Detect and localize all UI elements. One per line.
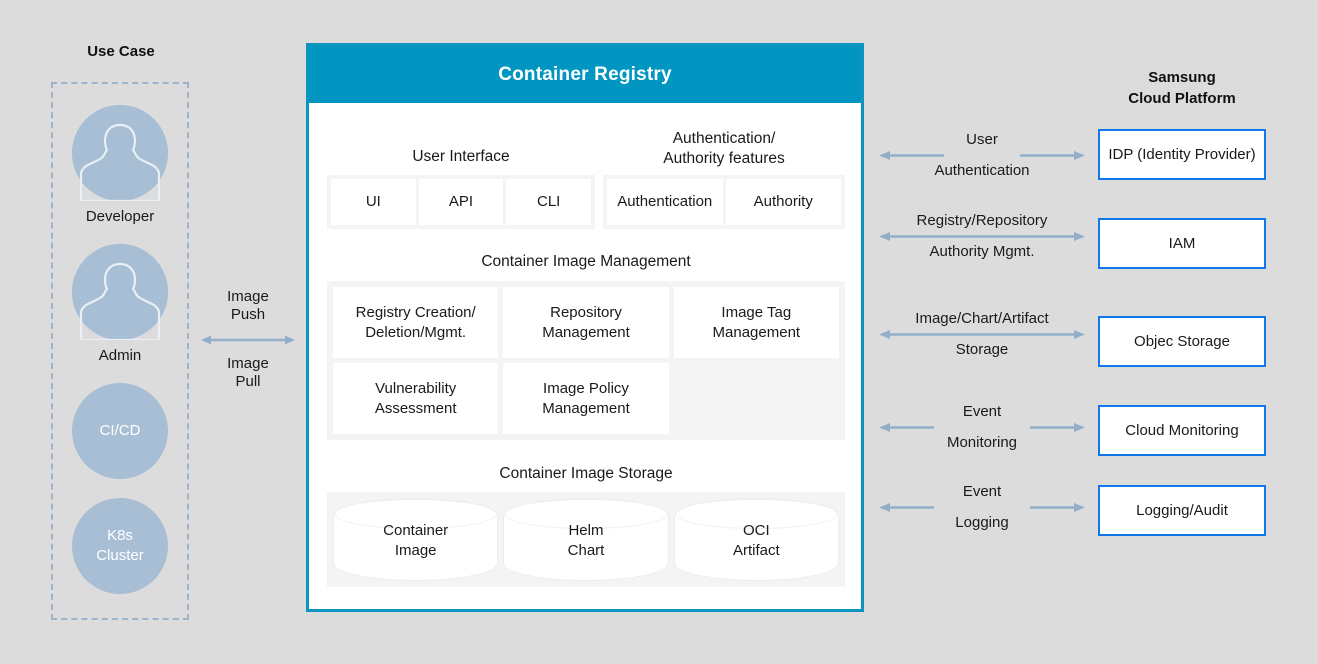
actor-admin[interactable]: Admin xyxy=(51,244,189,364)
image-management-panel: Registry Creation/Deletion/Mgmt. Reposit… xyxy=(327,281,845,440)
ui-item-cli[interactable]: CLI xyxy=(506,179,592,225)
flow-arrow-slot xyxy=(878,149,1086,162)
image-storage-section-title: Container Image Storage xyxy=(499,465,673,482)
image-push-pull-flow: Image Push Image Pull xyxy=(200,288,296,391)
flow-arrow-slot xyxy=(878,328,1086,341)
flow-user-authentication: User Authentication xyxy=(878,131,1086,181)
cicd-circle: CI/CD xyxy=(72,383,168,479)
double-headed-arrow-icon xyxy=(879,151,1085,161)
double-headed-arrow-icon xyxy=(879,423,1085,433)
image-push-label-line2: Push xyxy=(230,306,266,324)
flow-label-top: Event xyxy=(962,483,1002,500)
actor-label: Admin xyxy=(98,347,142,364)
actor-label-line1: K8s xyxy=(107,527,133,545)
flow-label-top: User xyxy=(966,131,998,148)
flow-arrow-slot xyxy=(878,230,1086,243)
ui-item-ui[interactable]: UI xyxy=(331,179,416,225)
auth-title-line2: Authority features xyxy=(663,150,785,168)
auth-title-line1: Authentication/ xyxy=(672,130,776,147)
image-pull-label-line1: Image xyxy=(227,354,269,372)
scp-title-line1: Samsung xyxy=(1148,69,1216,86)
scp-service-cloud-monitoring[interactable]: Cloud Monitoring xyxy=(1098,405,1266,456)
actor-label-line2: Cluster xyxy=(96,547,144,564)
scp-service-object-storage[interactable]: Objec Storage xyxy=(1098,316,1266,367)
flow-event-logging: Event Logging xyxy=(878,483,1086,533)
ui-item-api[interactable]: API xyxy=(418,179,504,225)
double-headed-arrow-icon xyxy=(201,335,295,344)
flow-label-bottom: Logging xyxy=(955,514,1009,532)
flow-label-bottom: Authentication xyxy=(934,162,1030,180)
auth-item-authentication[interactable]: Authentication xyxy=(607,179,723,225)
feature-registry-creation[interactable]: Registry Creation/Deletion/Mgmt. xyxy=(333,287,499,358)
double-headed-arrow-icon xyxy=(879,232,1085,242)
double-headed-arrow-icon xyxy=(879,503,1085,513)
double-headed-arrow-icon xyxy=(879,330,1085,340)
auth-panel: Authentication Authority xyxy=(603,175,845,229)
scp-service-logging-audit[interactable]: Logging/Audit xyxy=(1098,485,1266,536)
flow-label-top: Image/Chart/Artifact xyxy=(915,310,1049,327)
actor-label: CI/CD xyxy=(99,422,141,440)
flow-event-monitoring: Event Monitoring xyxy=(878,403,1086,453)
flow-label-bottom: Monitoring xyxy=(946,434,1018,452)
user-interface-panel: UI API CLI xyxy=(327,175,595,229)
flow-label-top: Registry/Repository xyxy=(916,212,1048,229)
flow-arrow-slot xyxy=(878,421,1086,434)
user-avatar-icon xyxy=(72,244,168,340)
container-registry-title: Container Registry xyxy=(309,46,861,103)
flow-arrow-slot xyxy=(878,501,1086,514)
scp-service-iam[interactable]: IAM xyxy=(1098,218,1266,269)
flow-registry-repository-authority: Registry/Repository Authority Mgmt. xyxy=(878,212,1086,262)
use-case-dashed-container xyxy=(51,82,189,620)
image-pull-label-line2: Pull xyxy=(235,372,261,390)
flow-label-bottom: Authority Mgmt. xyxy=(929,243,1035,261)
actor-developer[interactable]: Developer xyxy=(51,105,189,225)
actor-label: Developer xyxy=(85,208,155,225)
actor-k8s-cluster[interactable]: K8s Cluster xyxy=(51,498,189,594)
auth-section-title: Authentication/ Authority features xyxy=(603,129,845,169)
user-interface-section-title: User Interface xyxy=(412,148,510,165)
use-case-title: Use Case xyxy=(87,43,155,60)
scp-title-line2: Cloud Platform xyxy=(1128,89,1236,107)
k8s-circle: K8s Cluster xyxy=(72,498,168,594)
flow-label-bottom: Storage xyxy=(955,341,1009,359)
flow-label-top: Event xyxy=(962,403,1002,420)
scp-service-idp[interactable]: IDP (Identity Provider) xyxy=(1098,129,1266,180)
samsung-cloud-platform-title: Samsung Cloud Platform xyxy=(1098,68,1266,109)
flow-image-chart-artifact-storage: Image/Chart/Artifact Storage xyxy=(878,310,1086,360)
image-management-section-title: Container Image Management xyxy=(481,253,691,270)
actor-cicd[interactable]: CI/CD xyxy=(51,383,189,479)
auth-item-authority[interactable]: Authority xyxy=(725,179,841,225)
image-push-label-line1: Image xyxy=(227,288,269,305)
feature-empty-slot xyxy=(674,363,839,434)
user-avatar-icon xyxy=(72,105,168,201)
